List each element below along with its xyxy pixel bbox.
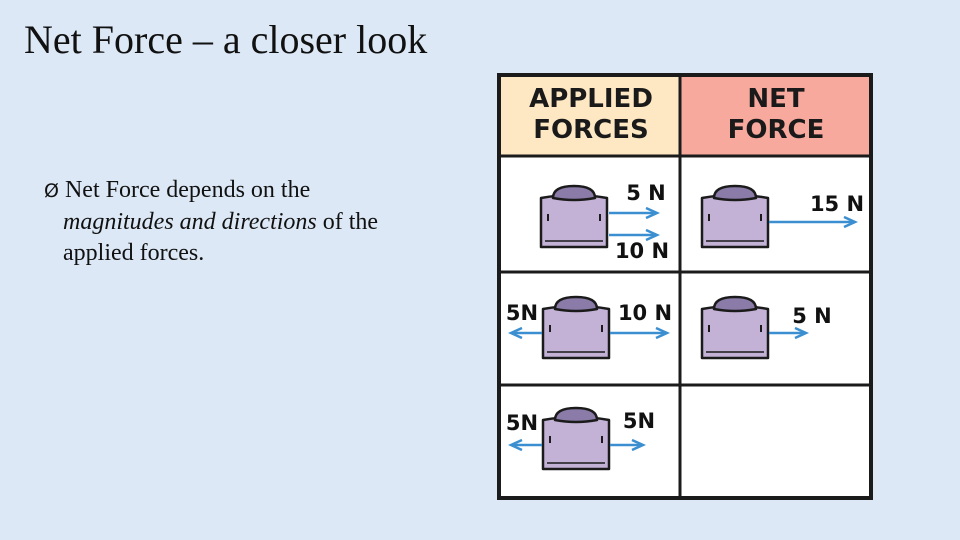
header-applied-line1: APPLIED: [529, 84, 653, 114]
force-label: 5N: [506, 411, 538, 435]
bullet-line-2: magnitudes and directions of the: [44, 207, 464, 238]
force-label: 10 N: [618, 301, 672, 325]
force-label: 10 N: [615, 239, 669, 263]
bullet-point: Ø Net Force depends on the magnitudes an…: [44, 175, 464, 269]
slide-title: Net Force – a closer look: [24, 16, 427, 63]
bullet-emphasis: magnitudes and directions: [63, 209, 317, 235]
bullet-lead: Net Force depends on the: [65, 177, 310, 203]
force-label: 5N: [506, 301, 538, 325]
header-net-line2: FORCE: [728, 115, 825, 145]
bullet-line-3: applied forces.: [44, 238, 464, 269]
force-label: 5 N: [626, 181, 666, 205]
bullet-tail: of the: [323, 209, 378, 235]
arrow-bullet-icon: Ø: [44, 180, 59, 202]
force-label: 5N: [623, 409, 655, 433]
net-force-label: 15 N: [810, 192, 864, 216]
header-net-line1: NET: [747, 84, 805, 114]
net-force-illustration: APPLIED FORCES NET FORCE 5 N 10 N 15 N 5…: [496, 72, 876, 504]
net-force-label: 5 N: [792, 304, 832, 328]
header-applied-line2: FORCES: [533, 115, 648, 145]
